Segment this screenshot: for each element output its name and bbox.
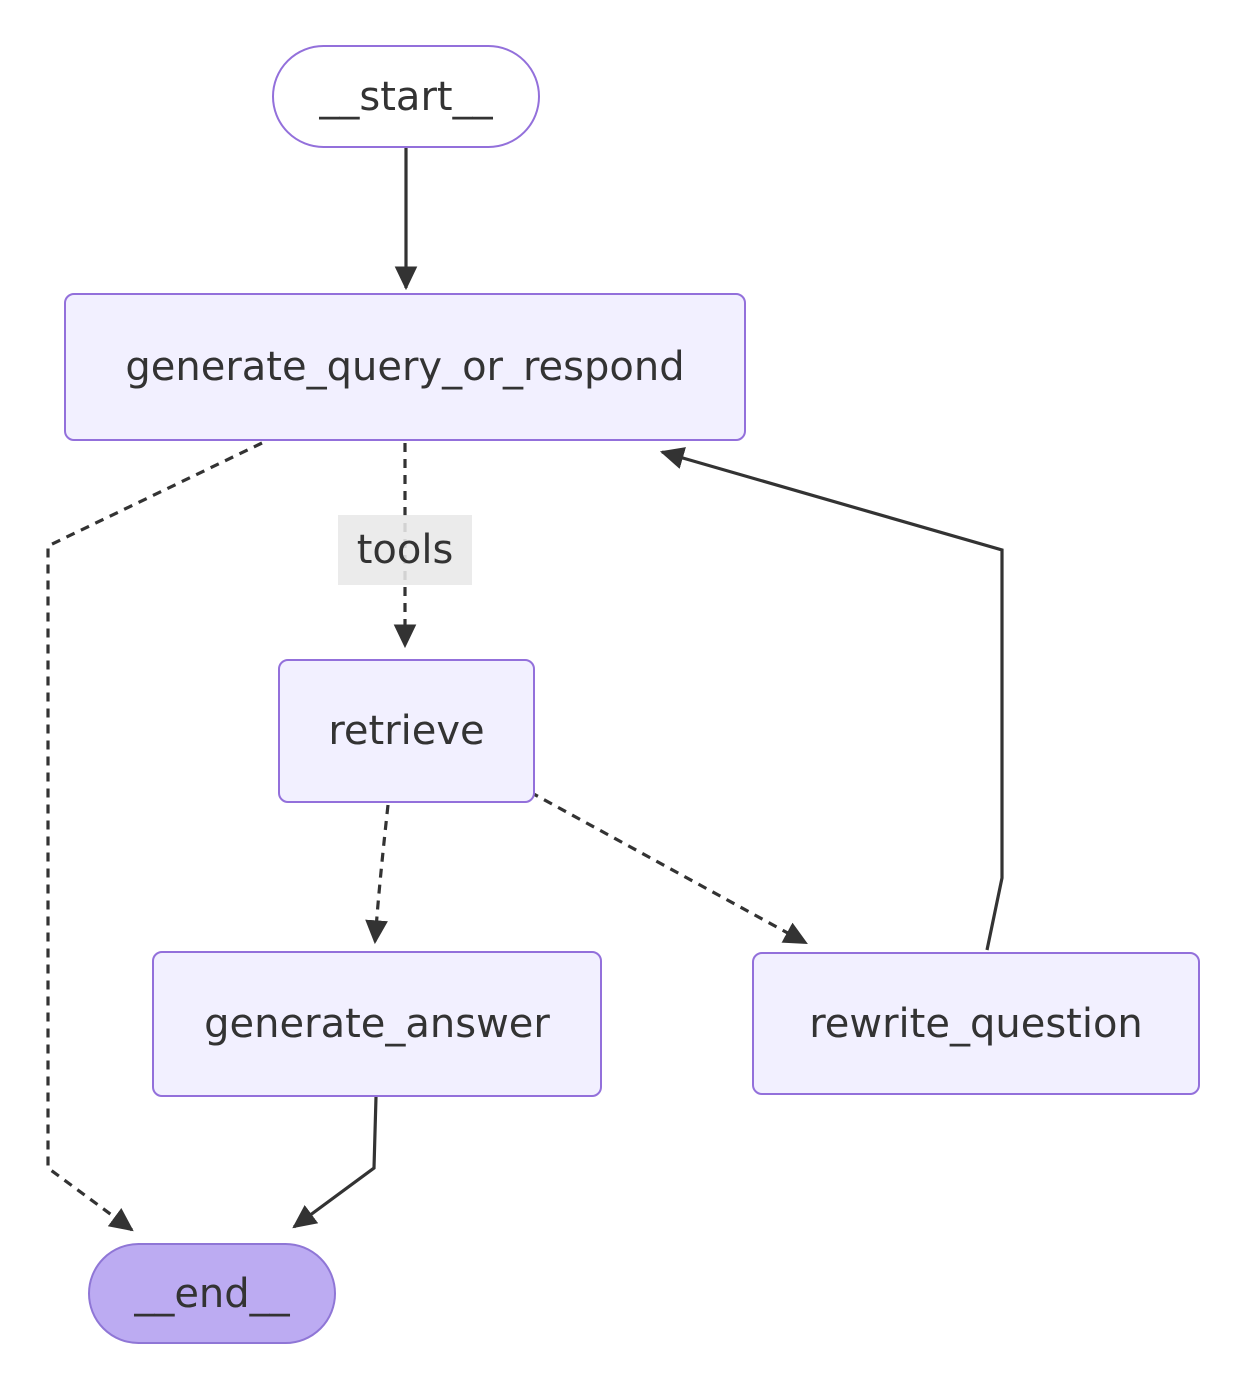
edge-generate-query-or-respond-to-end: [46, 441, 263, 1232]
node-rewrite-question-label: rewrite_question: [809, 1000, 1143, 1047]
edge-rewrite-question-to-generate-query-or-respond: [659, 447, 1004, 951]
edge-generate-answer-to-end: [292, 1096, 378, 1229]
edge-retrieve-to-generate-answer: [365, 804, 390, 945]
node-rewrite-question: rewrite_question: [752, 952, 1200, 1095]
node-generate-query-or-respond-label: generate_query_or_respond: [125, 344, 685, 390]
node-start: __start__: [272, 45, 540, 148]
node-start-label: __start__: [319, 73, 493, 120]
node-generate-answer-label: generate_answer: [204, 1001, 550, 1047]
node-retrieve-label: retrieve: [328, 708, 485, 754]
node-generate-answer: generate_answer: [152, 951, 602, 1097]
node-end: __end__: [88, 1243, 336, 1344]
edge-label-tools-text: tools: [356, 527, 454, 573]
node-generate-query-or-respond: generate_query_or_respond: [64, 293, 746, 441]
edge-retrieve-to-rewrite-question: [529, 790, 808, 945]
node-retrieve: retrieve: [278, 659, 535, 803]
edge-label-tools: tools: [338, 515, 472, 585]
node-end-label: __end__: [134, 1270, 290, 1317]
